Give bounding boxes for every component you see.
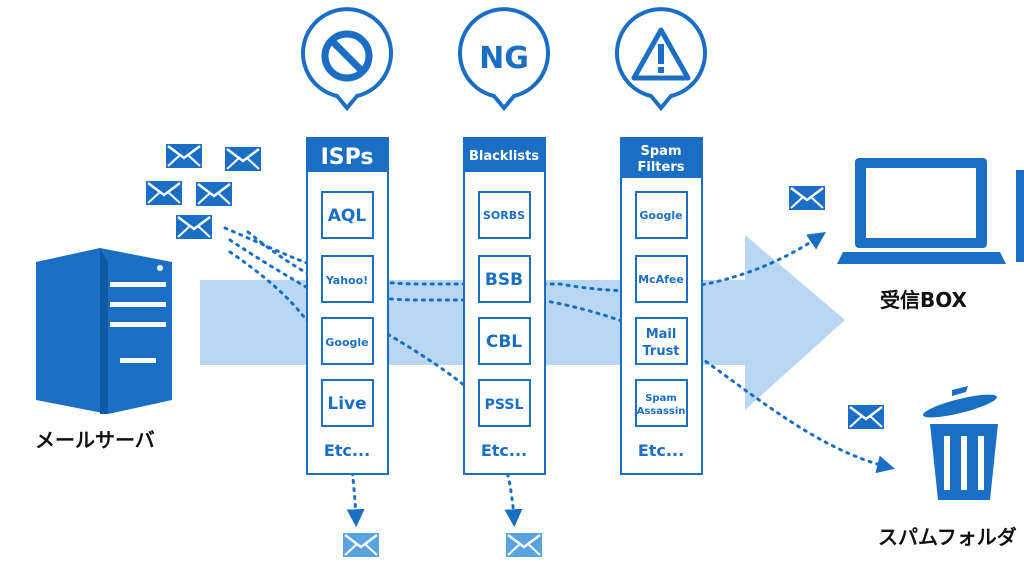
warning-icon	[631, 27, 691, 81]
isp-box-3	[321, 317, 374, 365]
envelope-icon	[166, 144, 202, 168]
path-blocked-isp	[228, 250, 365, 528]
envelope-icon	[176, 215, 212, 239]
badge-spamfilters	[615, 7, 707, 112]
path-to-inbox	[223, 226, 826, 293]
column-isps-title: ISPs	[321, 145, 374, 170]
inbox-label: 受信BOX	[880, 288, 968, 312]
prohibited-icon	[321, 30, 373, 82]
spamfilter-label-4b: Assassin	[637, 406, 686, 417]
second-laptop-edge	[1016, 170, 1024, 262]
spamfilter-box-4	[635, 379, 688, 427]
ng-text: NG	[479, 41, 529, 76]
filter-columns: ISPs Blacklists Spam Filters AQL Yahoo! …	[306, 137, 703, 475]
isp-box-1	[321, 191, 374, 239]
server-icon	[36, 248, 172, 414]
envelope-icon	[196, 182, 232, 206]
badge-isps	[301, 7, 393, 112]
spamfilter-box-1	[635, 191, 688, 239]
isp-etc: Etc...	[324, 441, 370, 460]
envelope-icon	[848, 405, 884, 429]
blacklist-label-2: BSB	[485, 270, 523, 290]
envelope-icon	[789, 186, 825, 210]
isp-label-4: Live	[327, 394, 366, 414]
blacklist-label-3: CBL	[486, 332, 522, 352]
spamfilter-label-3b: Trust	[642, 344, 679, 359]
spamfilter-label-4a: Spam	[645, 393, 677, 404]
column-isps-header	[307, 138, 388, 172]
spamfilter-label-1: Google	[639, 209, 682, 222]
column-spamfilters-header	[621, 138, 702, 178]
laptop-icon	[837, 158, 1006, 264]
isp-label-1: AQL	[328, 206, 367, 226]
trash-icon	[923, 386, 998, 500]
column-spamfilters-title-line1: Spam	[641, 144, 682, 159]
blacklist-label-4: PSSL	[485, 397, 524, 413]
envelope-icon	[225, 147, 261, 171]
isp-label-2: Yahoo!	[325, 274, 368, 287]
badge-blacklists: NG	[458, 7, 550, 112]
path-blocked-blacklist	[228, 238, 523, 528]
spamfilter-label-3a: Mail	[646, 327, 677, 342]
blacklist-box-3	[478, 317, 531, 365]
incoming-envelopes	[146, 144, 261, 239]
blacklist-box-1	[478, 191, 531, 239]
column-blacklists-header	[464, 138, 545, 172]
spamfilter-label-2: McAfee	[638, 273, 684, 286]
envelope-icon	[146, 181, 182, 205]
spamfilter-box-3	[635, 317, 688, 365]
spamfilter-box-2	[635, 255, 688, 303]
envelope-icon	[506, 533, 542, 557]
spamfilter-etc: Etc...	[638, 441, 684, 460]
envelope-icon	[343, 533, 379, 557]
blacklist-label-1: SORBS	[483, 209, 525, 222]
isp-label-3: Google	[325, 336, 368, 349]
blacklist-box-4	[478, 379, 531, 427]
spam-folder-label: スパムフォルダ	[878, 525, 1017, 549]
blacklist-etc: Etc...	[481, 441, 527, 460]
column-spamfilters-title-line2: Filters	[638, 160, 685, 175]
blacklist-box-2	[478, 255, 531, 303]
column-blacklists-title: Blacklists	[469, 149, 539, 164]
isp-box-2	[321, 255, 374, 303]
isp-box-4	[321, 379, 374, 427]
mail-server-label: メールサーバ	[35, 428, 155, 452]
